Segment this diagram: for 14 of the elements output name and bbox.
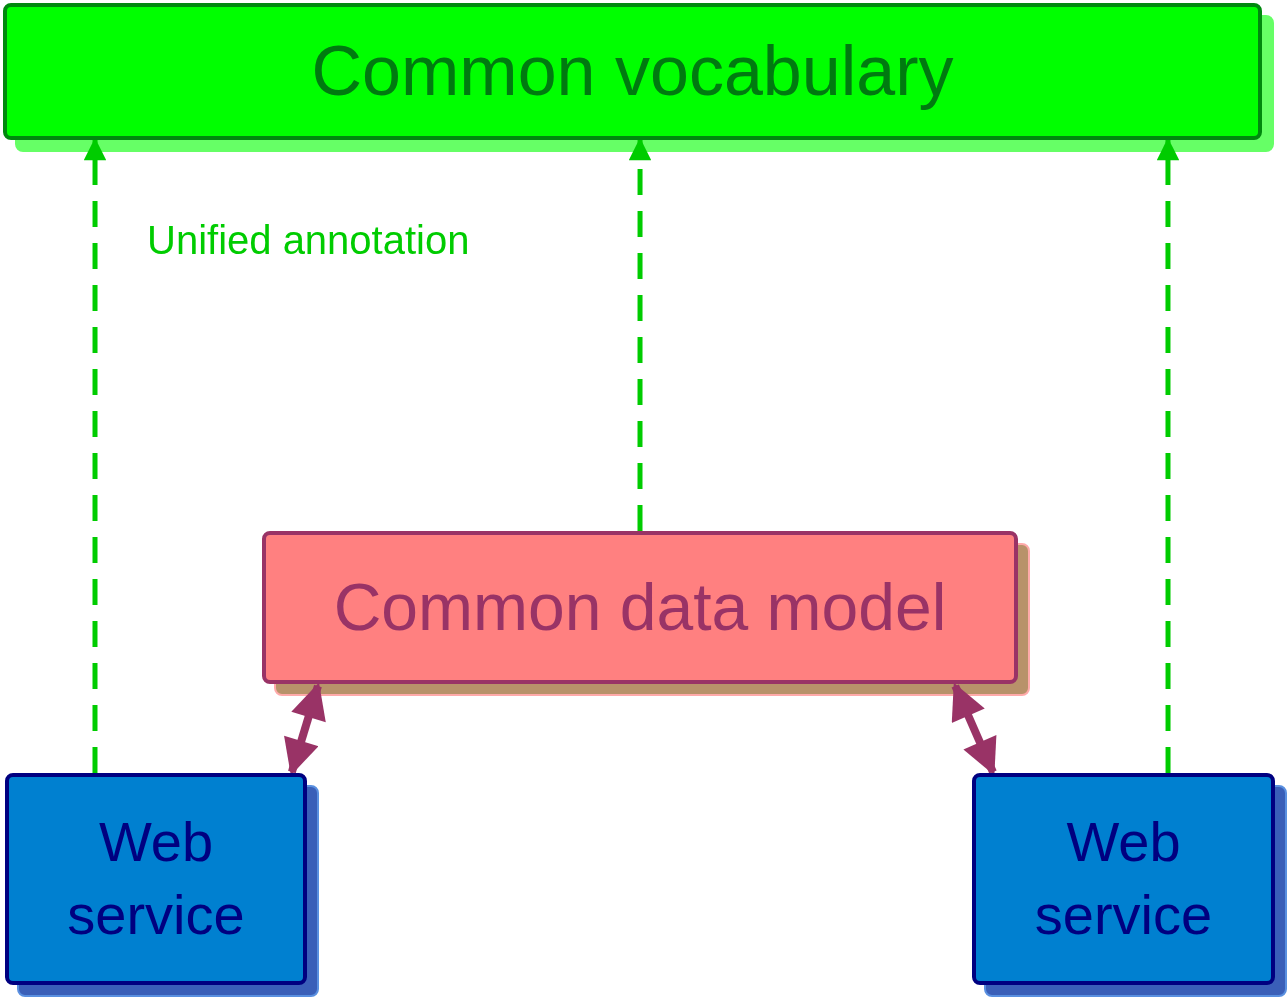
double-arrow [951, 682, 997, 776]
double-arrow [284, 682, 326, 776]
dashed-arrow [83, 137, 107, 773]
box-label: Common vocabulary [310, 31, 955, 112]
dashed-arrow [628, 137, 652, 531]
box-label: Common data model [332, 568, 948, 646]
process-box [3, 3, 1262, 140]
process-box [972, 773, 1275, 985]
process-box [262, 531, 1018, 684]
dashed-arrow [1156, 137, 1180, 773]
box-label: Web service [66, 809, 246, 948]
process-box [5, 773, 307, 985]
box-label: Web service [1033, 809, 1214, 948]
annotation-label: Unified annotation [147, 218, 470, 263]
